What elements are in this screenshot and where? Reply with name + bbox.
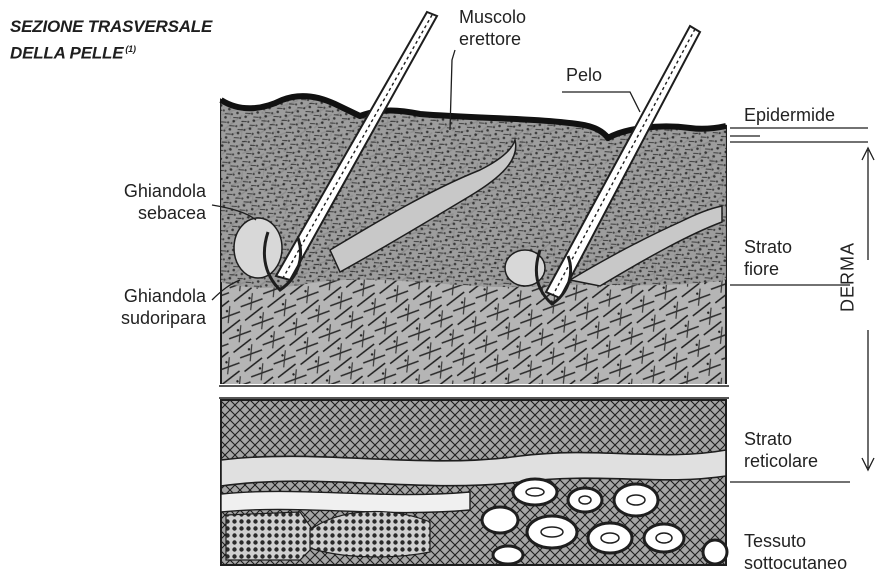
label-ghiandola-sudoripara: Ghiandola sudoripara [70, 285, 206, 329]
label-muscolo-line-1: Muscolo [459, 6, 526, 28]
label-ghiandola-sudoripara-line-2: sudoripara [70, 307, 206, 329]
label-pelo-text: Pelo [566, 65, 602, 85]
label-strato-reticolare-line-1: Strato [744, 428, 818, 450]
label-ghiandola-sebacea: Ghiandola sebacea [84, 180, 206, 224]
label-muscolo-erettore: Muscolo erettore [459, 6, 526, 50]
label-epidermide-text: Epidermide [744, 105, 835, 125]
label-strato-fiore: Strato fiore [744, 236, 792, 280]
label-tessuto-line-2: sottocutaneo [744, 552, 847, 574]
label-strato-fiore-line-2: fiore [744, 258, 792, 280]
label-tessuto-line-1: Tessuto [744, 530, 847, 552]
label-tessuto-sottocutaneo: Tessuto sottocutaneo [744, 530, 847, 574]
label-strato-reticolare-line-2: reticolare [744, 450, 818, 472]
label-ghiandola-sebacea-line-1: Ghiandola [84, 180, 206, 202]
label-epidermide: Epidermide [744, 104, 835, 126]
label-muscolo-line-2: erettore [459, 28, 526, 50]
label-strato-fiore-line-1: Strato [744, 236, 792, 258]
label-ghiandola-sudoripara-line-1: Ghiandola [70, 285, 206, 307]
label-strato-reticolare: Strato reticolare [744, 428, 818, 472]
lower-skin-block [221, 400, 727, 565]
label-ghiandola-sebacea-line-2: sebacea [84, 202, 206, 224]
derma-extent-arrow [862, 148, 874, 470]
label-pelo: Pelo [566, 64, 602, 86]
label-derma: DERMA [838, 272, 859, 312]
